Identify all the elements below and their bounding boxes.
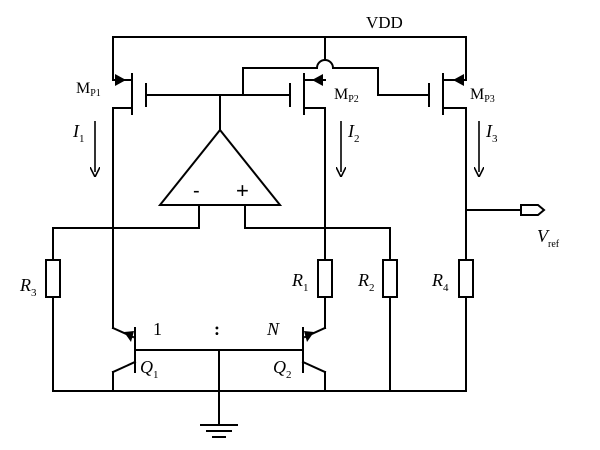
ratio-separator: : [214,319,220,339]
i1-label: I1 [72,121,85,145]
mp3-label: MP3 [470,86,495,105]
i3-label: I3 [485,121,498,145]
ratio-left: 1 [153,319,162,339]
resistor-r3 [45,259,61,298]
opamp-inputs [52,204,391,261]
pmos-mp1 [112,73,147,115]
ground-symbol-icon [200,424,238,438]
bjt-q2 [301,326,327,392]
r3-label: R3 [19,275,37,299]
mp1-label: MP1 [76,80,101,99]
opamp-plus-label: + [236,178,249,203]
i2-label: I2 [347,121,360,145]
vdd-rail [112,36,467,81]
pmos-mp3 [428,73,467,115]
vref-terminal [520,204,546,216]
resistor-r1 [317,259,333,298]
r4-label: R4 [431,270,449,294]
q2-label: Q2 [273,357,292,381]
vref-label: Vref [537,226,560,250]
resistor-r2 [382,259,398,298]
ratio-right: N [266,319,280,339]
resistor-r4 [458,259,474,298]
q1-label: Q1 [140,357,159,381]
mp2-label: MP2 [334,86,359,105]
gate-net [145,59,430,131]
bjt-q1 [111,326,137,392]
opamp [157,128,283,206]
pmos-mp2 [289,73,326,115]
ground-rail [52,349,467,426]
opamp-minus-label: - [193,180,200,202]
r2-label: R2 [357,270,375,294]
r1-label: R1 [291,270,309,294]
vdd-label: VDD [366,13,403,32]
